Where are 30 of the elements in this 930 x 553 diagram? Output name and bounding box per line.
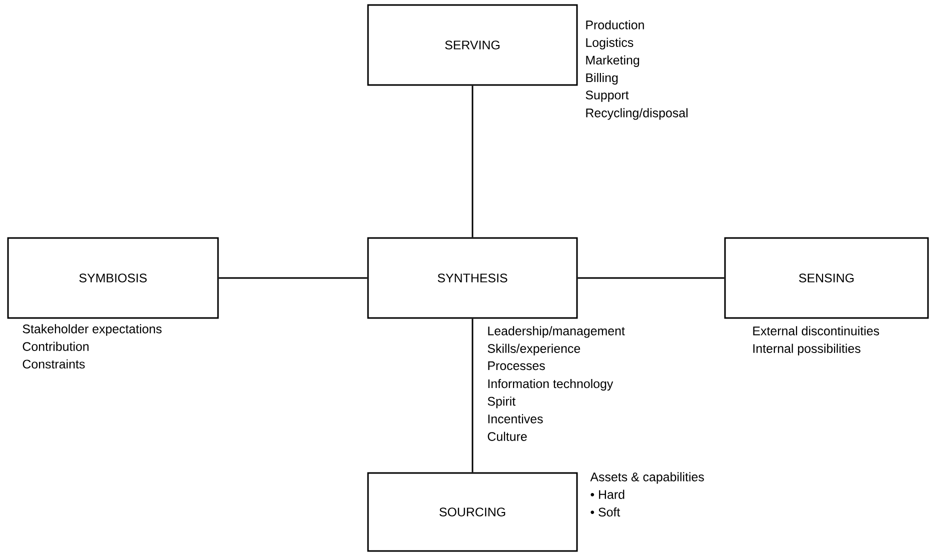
concept-box: SENSING [724,237,929,319]
concept-box: SYNTHESIS [367,237,578,319]
concept-box: SOURCING [367,472,578,552]
concept-box: SYMBIOSIS [7,237,219,319]
note-text: Contribution [22,342,89,351]
note-text: Incentives [488,414,543,424]
note-text: Logistics [586,38,634,50]
concept-box: SERVING [367,4,578,86]
connector-line [472,318,474,472]
note-text: Processes [488,361,545,370]
note-text: • Soft [590,507,620,517]
note-text: Skills/experience [488,344,580,356]
connector-line [218,277,368,279]
connector-line [578,277,724,279]
note-text: Stakeholder expectations [22,324,162,336]
note-text: Internal possibilities [753,344,860,356]
note-text: Constraints [22,359,85,369]
note-text: Marketing [586,55,640,67]
note-text: External discontinuities [753,326,880,336]
note-text: Support [586,90,629,102]
note-text: Leadership/management [488,326,625,338]
note-text: Culture [488,432,527,441]
note-text: Recycling/disposal [586,108,688,120]
note-text: Spirit [488,396,516,408]
connector-line [472,86,474,238]
note-text: Information technology [488,378,614,391]
note-text: Assets & capabilities [590,472,704,484]
note-text: • Hard [590,490,624,499]
note-text: Billing [586,72,618,85]
note-text: Production [586,20,644,30]
